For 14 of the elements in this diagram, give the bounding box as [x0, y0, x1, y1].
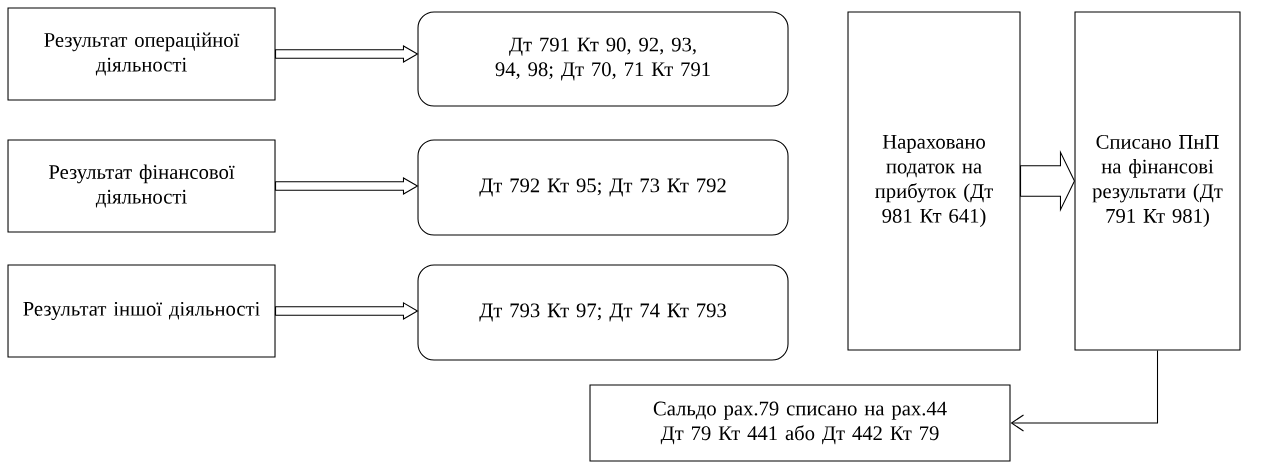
- tax-box: Нараховано податок на прибуток (Дт 981 Кт 641): [847, 11, 1021, 351]
- label-box: Результат операційної діяльності: [7, 7, 276, 101]
- block-arrow: [1020, 149, 1076, 213]
- block-arrow: [275, 177, 419, 195]
- label-box: Результат іншої діяльності: [7, 264, 276, 358]
- tax-box: Списано ПнП на фінансові результати (Дт 791 Кт 981): [1074, 11, 1241, 351]
- entry-box: Дт 792 Кт 95; Дт 73 Кт 792: [417, 139, 789, 236]
- label-box: Результат фінансової діяльності: [7, 139, 276, 233]
- block-arrow: [275, 302, 419, 320]
- entry-box: Дт 791 Кт 90, 92, 93, 94, 98; Дт 70, 71 Кт 791: [417, 11, 789, 107]
- arrow: [1010, 350, 1159, 432]
- summary-box: Сальдо рах.79 списано на рах.44 Дт 79 Кт 441 або Дт 442 Кт 79: [589, 384, 1011, 462]
- block-arrow: [275, 45, 419, 63]
- entry-box: Дт 793 Кт 97; Дт 74 Кт 793: [417, 264, 789, 361]
